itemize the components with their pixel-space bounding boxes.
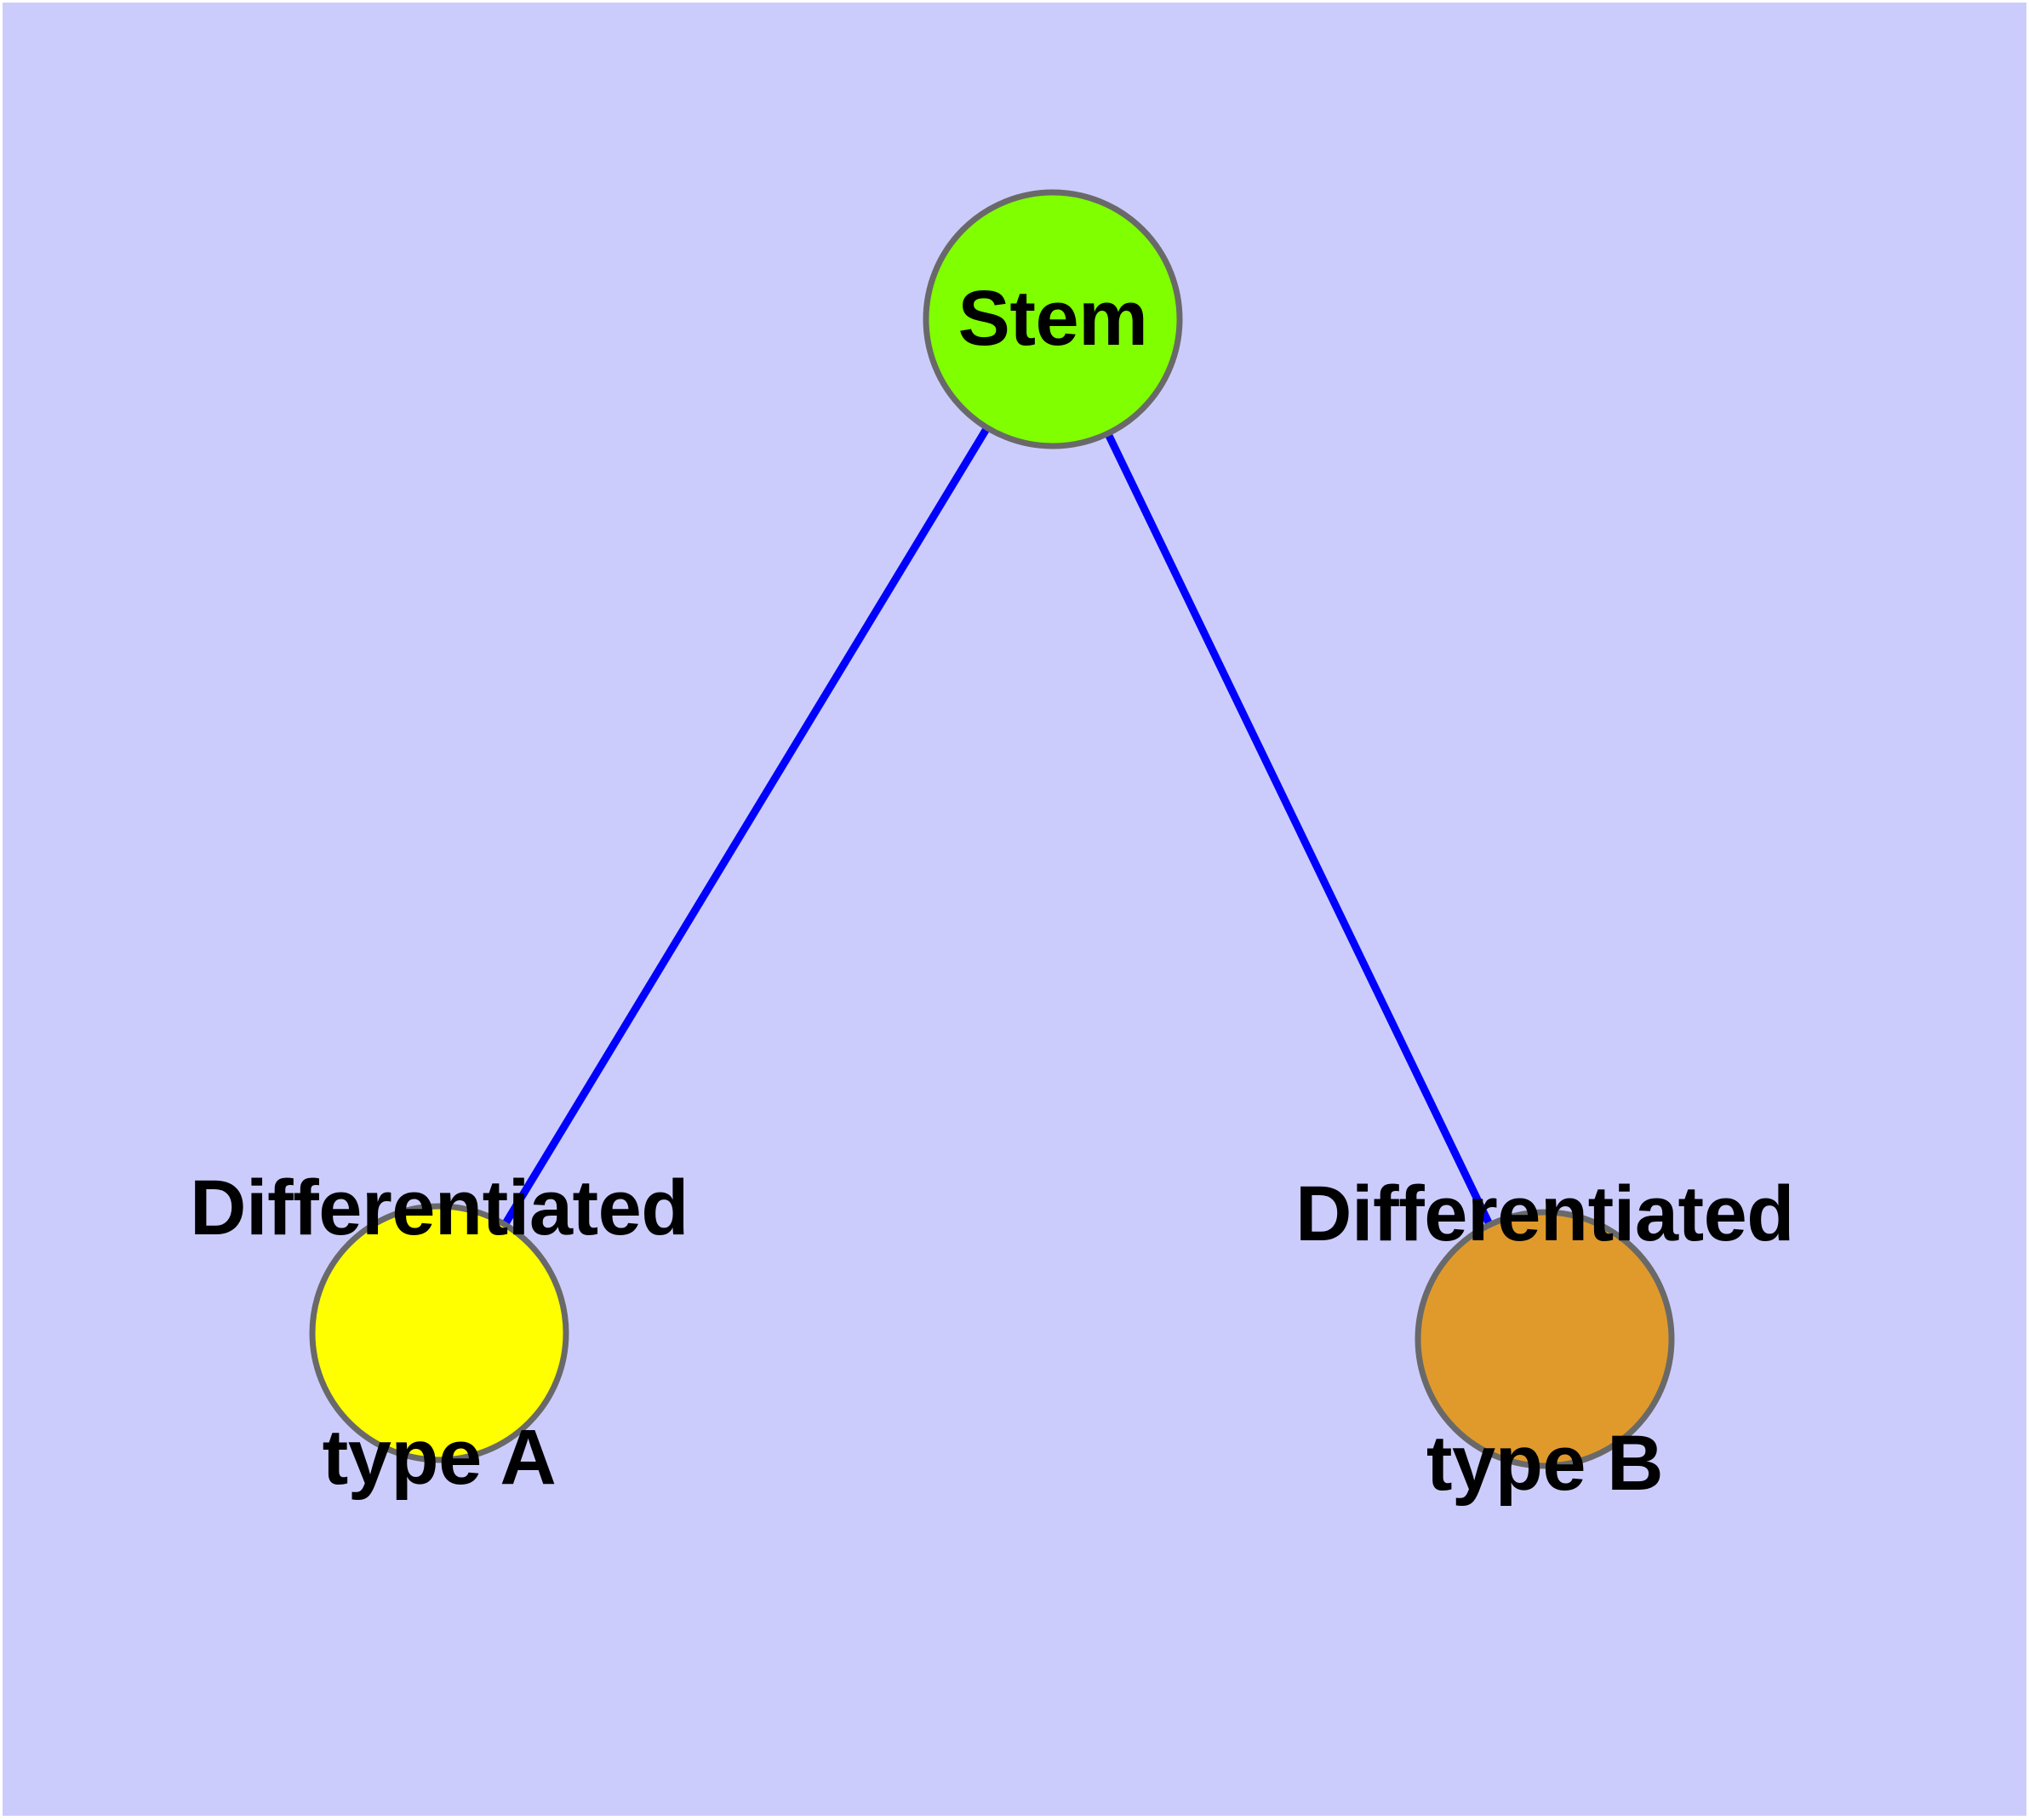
edge-stem-to-differentiated-type-b [1049, 318, 1549, 1341]
edge-stem-to-differentiated-type-a [436, 317, 1056, 1336]
node-stem[interactable] [923, 189, 1183, 449]
node-differentiated-type-a[interactable] [309, 1203, 569, 1463]
diagram-canvas: Stem Differentiated type A Differentiate… [3, 3, 2026, 1816]
graph-svg [309, 189, 1675, 1469]
node-differentiated-type-b[interactable] [1415, 1209, 1675, 1469]
edge-layer [436, 317, 1549, 1341]
node-layer [309, 189, 1675, 1469]
